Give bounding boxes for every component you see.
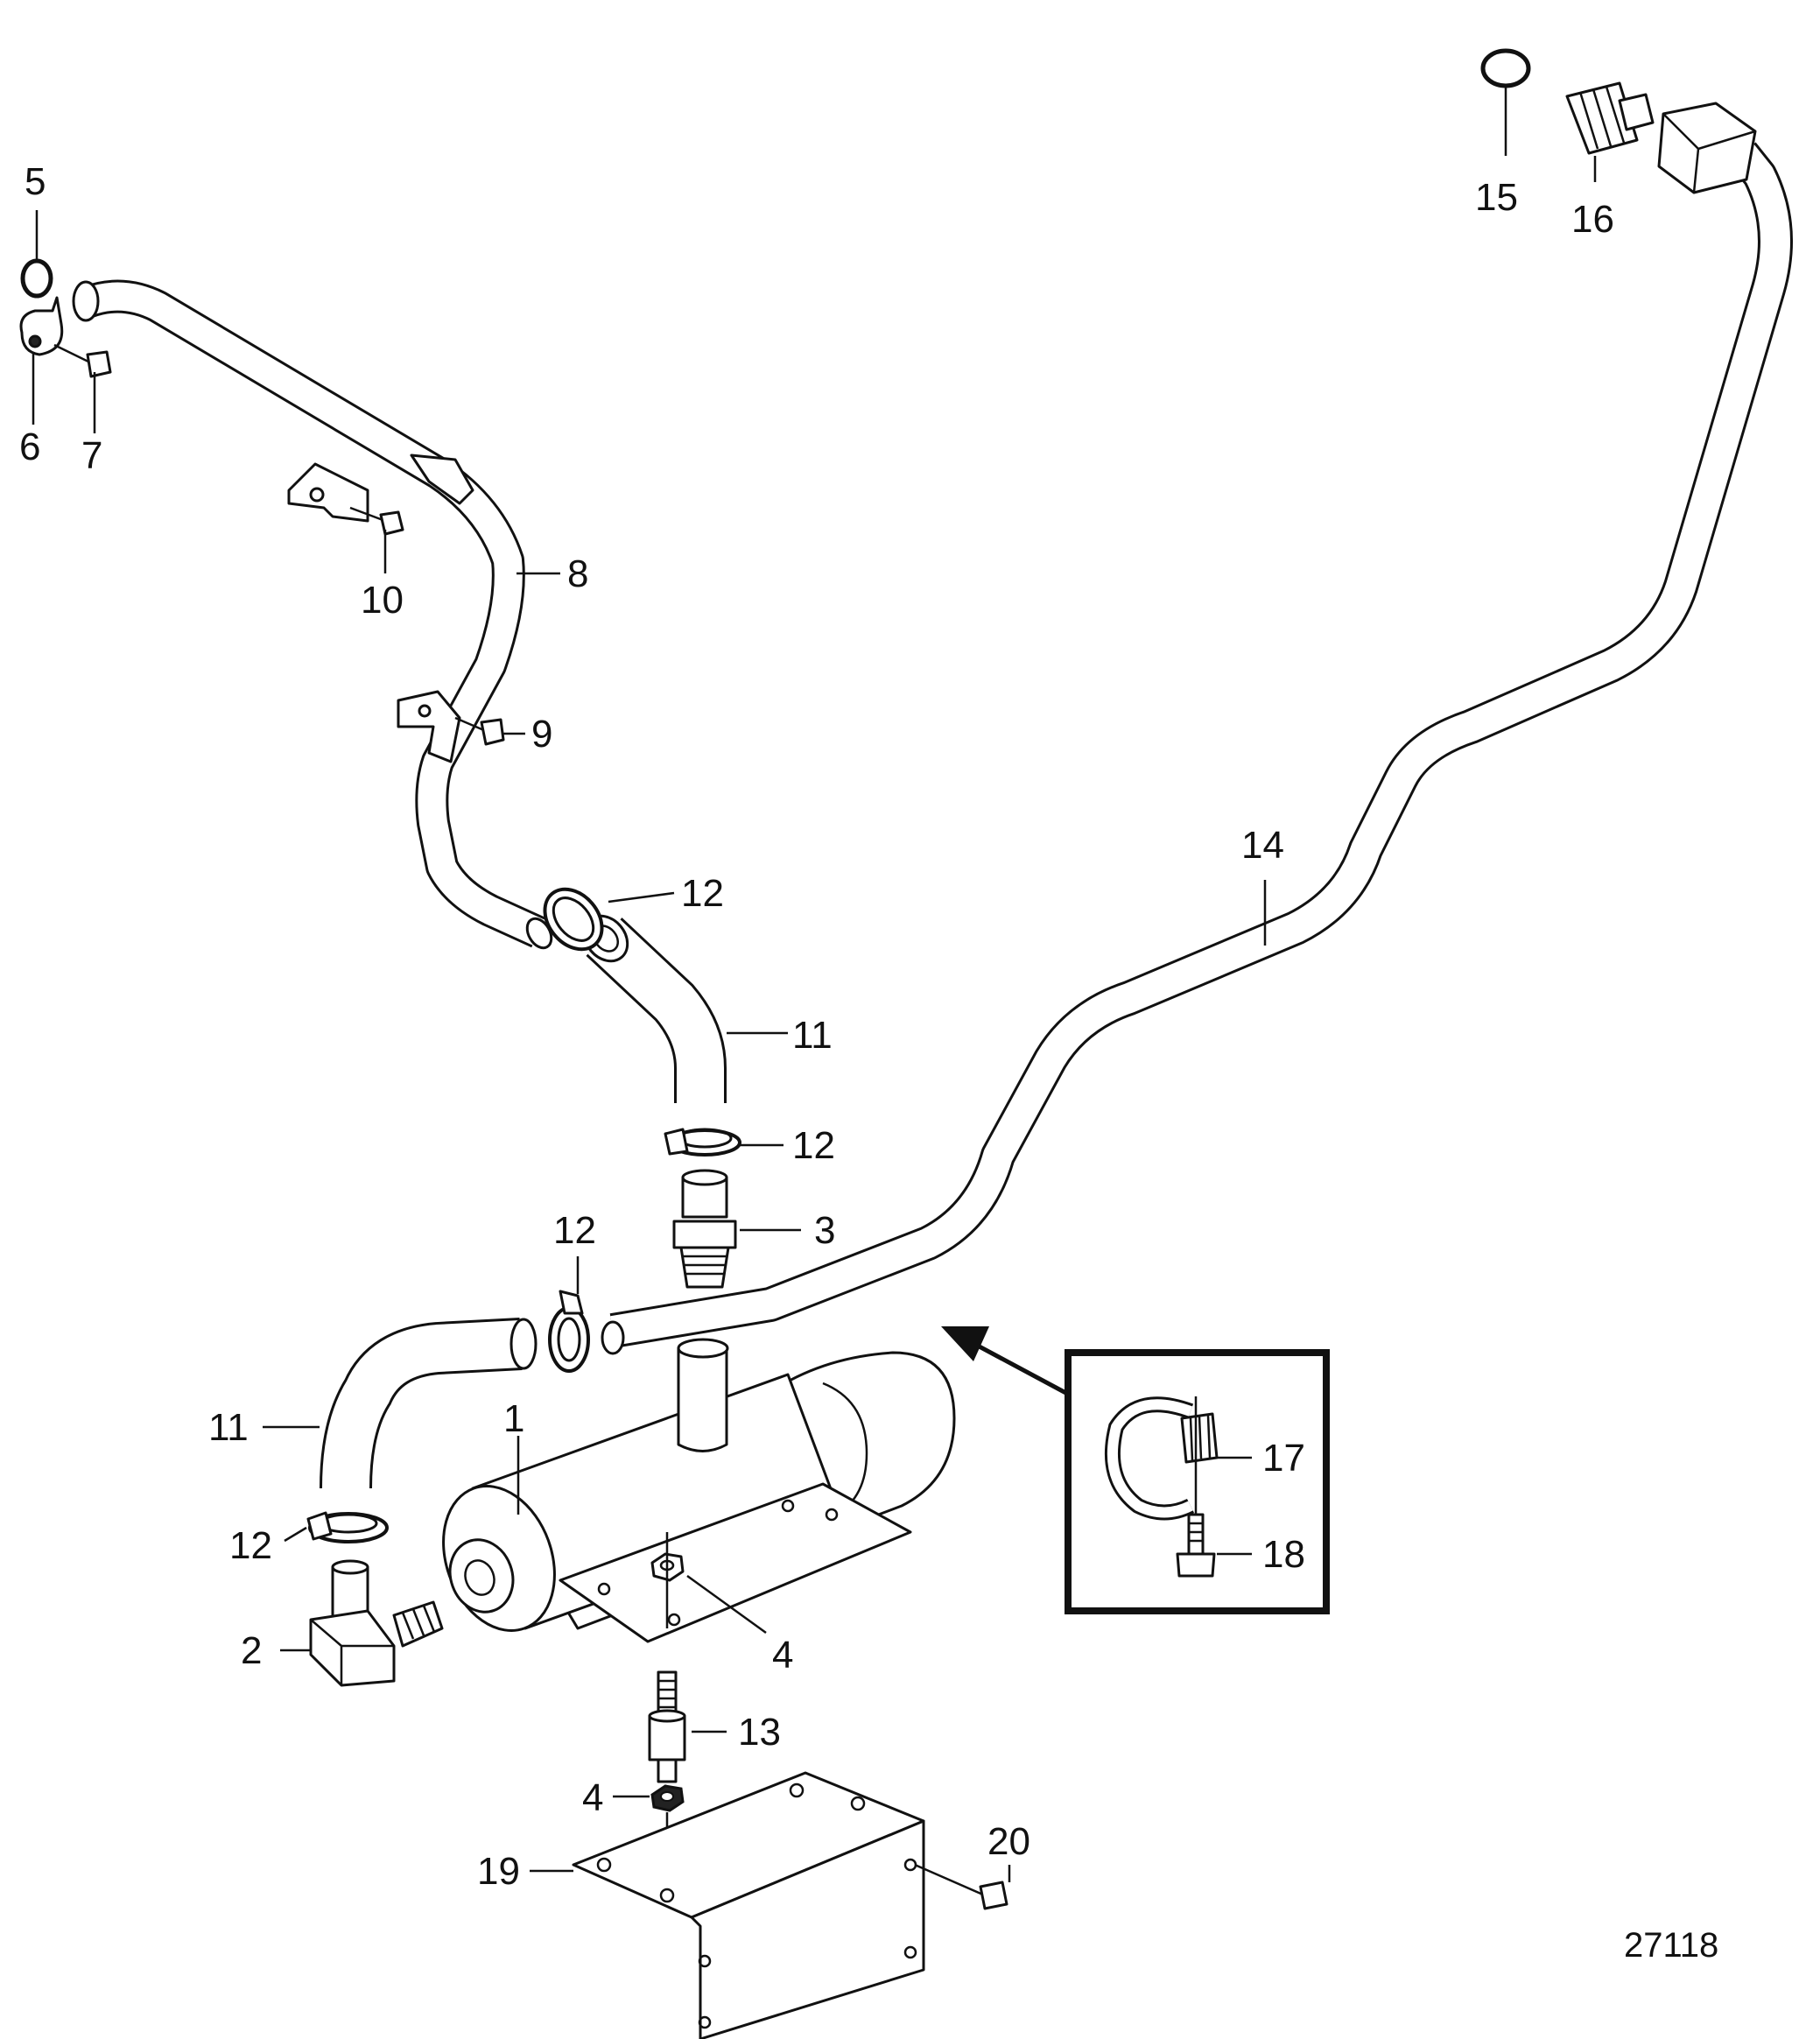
hose-clamp-12-d (306, 1511, 389, 1543)
base-plate (559, 1482, 912, 1643)
o-ring-15 (1480, 48, 1531, 88)
callout-5: 5 (25, 160, 46, 203)
callout-1: 1 (503, 1397, 524, 1440)
nut-4-lower (650, 1784, 685, 1812)
hose-11-lower (320, 1318, 538, 1489)
callout-13: 13 (738, 1711, 781, 1754)
stud-13 (648, 1670, 686, 1783)
hose-nipple-3 (672, 1169, 737, 1289)
callout-15: 15 (1475, 176, 1518, 219)
callout-6: 6 (19, 425, 40, 468)
hose-clamp-12-a (543, 887, 604, 952)
hose-11-upper (582, 914, 727, 1103)
bracket-19 (572, 1771, 925, 2039)
callout-20: 20 (987, 1820, 1030, 1863)
detail-inset (1065, 1349, 1330, 1614)
callout-11-upper: 11 (792, 1014, 833, 1057)
callout-12-b: 12 (792, 1124, 835, 1167)
callout-2: 2 (241, 1629, 262, 1672)
callout-8: 8 (567, 552, 588, 595)
bolt-20 (914, 1863, 1008, 1910)
callout-17: 17 (1262, 1437, 1305, 1480)
callout-7: 7 (81, 434, 102, 477)
elbow-fitting-2 (309, 1559, 444, 1687)
leader-lines (32, 88, 1597, 1882)
callout-4-upper: 4 (772, 1634, 793, 1677)
bolt-7 (53, 343, 112, 378)
pipe-8 (72, 279, 553, 950)
callout-4-lower: 4 (582, 1776, 603, 1819)
callout-11-lower: 11 (208, 1406, 249, 1449)
callout-12-a: 12 (681, 872, 724, 915)
callout-19: 19 (477, 1850, 520, 1893)
callout-9: 9 (531, 713, 552, 756)
union-nut (1657, 102, 1757, 194)
hose-clamp-12-c (548, 1290, 625, 1373)
ring-5 (20, 258, 53, 299)
clip-bracket-upper (287, 454, 474, 523)
figure-number: 27118 (1624, 1926, 1718, 1965)
callout-18: 18 (1262, 1533, 1305, 1576)
adapter-16 (1565, 81, 1655, 155)
detail-arrow (941, 1326, 1074, 1399)
clip-9 (397, 690, 505, 763)
bolt-18 (1176, 1396, 1216, 1578)
callout-12-d: 12 (229, 1524, 272, 1567)
pipe-14 (609, 142, 1793, 1348)
bracket-6 (19, 296, 64, 356)
hose-clamp-12-b (664, 1128, 741, 1157)
callout-16: 16 (1571, 198, 1614, 241)
callout-14: 14 (1241, 824, 1284, 867)
bolt-10 (349, 506, 404, 536)
callout-12-c: 12 (553, 1209, 596, 1252)
callout-3: 3 (814, 1209, 835, 1252)
callout-10: 10 (361, 579, 404, 622)
